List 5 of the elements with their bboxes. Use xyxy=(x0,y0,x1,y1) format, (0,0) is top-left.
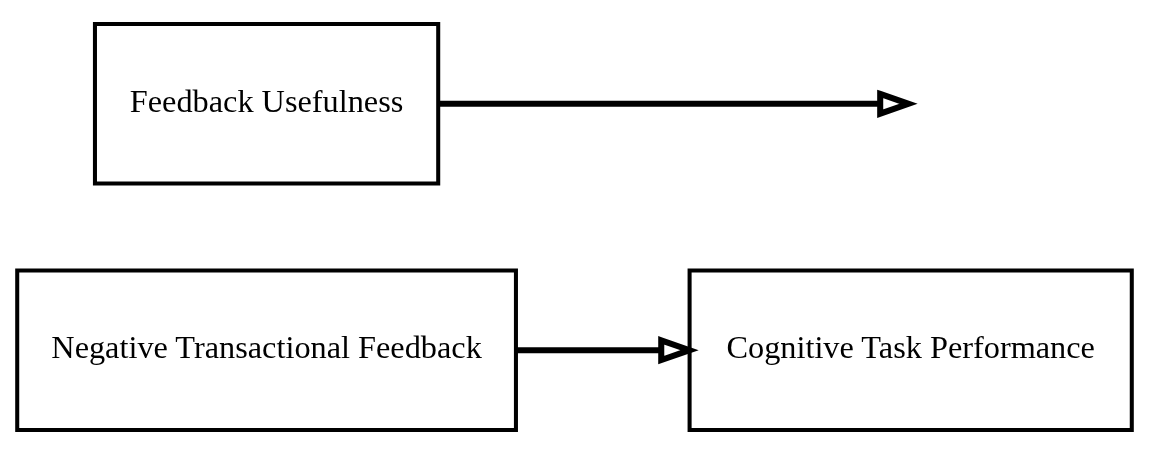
arrow xyxy=(438,89,918,118)
node-box: Feedback Usefulness xyxy=(92,21,441,186)
node-box: Cognitive Task Performance xyxy=(687,267,1134,432)
arrow xyxy=(516,335,699,364)
node-box: Negative Transactional Feedback xyxy=(15,267,518,432)
